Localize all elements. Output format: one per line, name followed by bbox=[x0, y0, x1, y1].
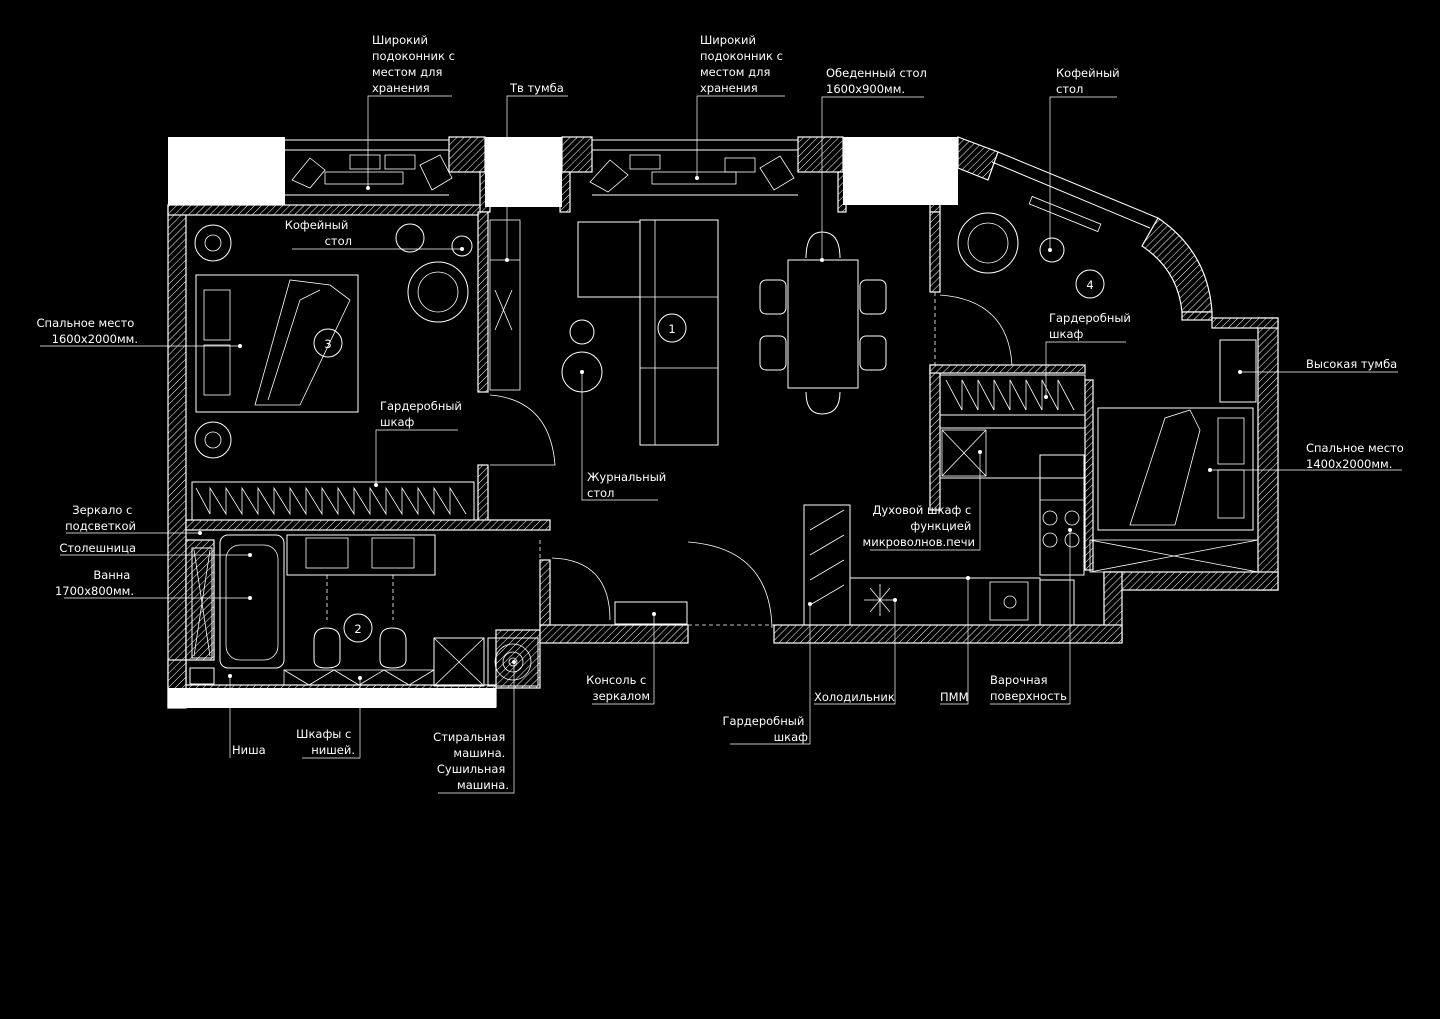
label-mirror: Зеркало с подсветкой bbox=[65, 503, 136, 533]
label-dining-table: Обеденный стол 1600x900мм. bbox=[826, 66, 931, 96]
label-washer: Стиральная машина. Сушильная машина. bbox=[433, 730, 509, 792]
label-coffee-table-bedroom: Кофейный стол bbox=[285, 218, 352, 248]
furniture bbox=[189, 154, 1259, 687]
label-console: Консоль с зеркалом bbox=[586, 673, 650, 703]
label-niche: Ниша bbox=[232, 743, 266, 757]
label-bathtub: Ванна 1700x800мм. bbox=[55, 568, 134, 598]
annotations: Широкий подоконник с местом для хранения… bbox=[37, 33, 1407, 792]
label-tv-stand: Тв тумба bbox=[509, 81, 564, 95]
room-number-2: 2 bbox=[354, 622, 361, 636]
room-number-1: 1 bbox=[668, 322, 675, 336]
windows bbox=[168, 137, 1159, 708]
label-dishwasher: ПММ bbox=[940, 690, 969, 704]
label-sill-center: Широкий подоконник с местом для хранения bbox=[700, 33, 787, 95]
label-wardrobe-right: Гардеробный шкаф bbox=[1049, 311, 1135, 341]
label-oven: Духовой шкаф с функцией микроволнов.печи bbox=[863, 503, 975, 549]
room-number-3: 3 bbox=[324, 337, 331, 351]
label-hob: Варочная поверхность bbox=[990, 673, 1067, 703]
label-bed-left: Спальное место 1600x2000мм. bbox=[37, 316, 138, 346]
label-sill-left: Широкий подоконник с местом для хранения bbox=[372, 33, 459, 95]
label-tall-cabinet: Высокая тумба bbox=[1306, 357, 1397, 371]
room-numbers: 1 2 3 4 bbox=[313, 269, 1105, 643]
room-number-4: 4 bbox=[1086, 278, 1093, 292]
label-wardrobe-left: Гардеробный шкаф bbox=[380, 399, 466, 429]
label-bed-right: Спальное место 1400x2000мм. bbox=[1306, 441, 1407, 471]
label-cabinets-niche: Шкафы с нишей. bbox=[296, 727, 355, 757]
label-wardrobe-hall: Гардеробный шкаф bbox=[722, 714, 808, 744]
label-magazine-table: Журнальный стол bbox=[587, 470, 670, 500]
leader-lines bbox=[40, 95, 1402, 794]
label-countertop: Столешница bbox=[59, 541, 136, 555]
label-fridge: Холодильник bbox=[814, 690, 895, 704]
label-coffee-table-right: Кофейный стол bbox=[1056, 66, 1123, 96]
